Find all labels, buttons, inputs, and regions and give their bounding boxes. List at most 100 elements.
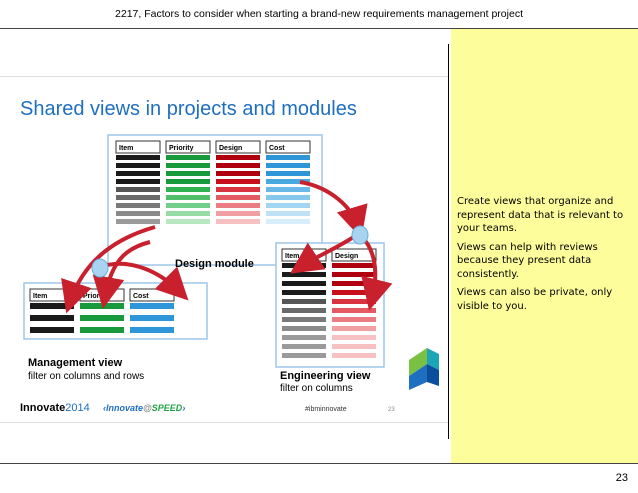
slide-title: Shared views in projects and modules xyxy=(20,98,357,120)
innovate-speed-tagline: ‹Innovate@SPEED› xyxy=(103,403,185,413)
data-bar xyxy=(166,203,210,208)
arrow-to-item xyxy=(61,225,156,314)
data-bar xyxy=(166,219,210,224)
data-bar xyxy=(216,171,260,176)
data-bar xyxy=(332,335,376,340)
engineering-view-sublabel: filter on columns xyxy=(280,383,353,394)
engineering-view-table: Item Design xyxy=(281,248,377,358)
data-bar xyxy=(266,195,310,200)
data-bar xyxy=(116,211,160,216)
data-bar xyxy=(216,203,260,208)
filter-funnel-left xyxy=(91,258,109,278)
data-bar xyxy=(266,155,310,160)
data-bar xyxy=(166,155,210,160)
data-bar xyxy=(332,263,376,268)
data-bar xyxy=(266,179,310,184)
innovate-brand: Innovate2014 xyxy=(20,402,90,414)
data-bar xyxy=(332,308,376,313)
data-bar xyxy=(216,179,260,184)
data-bar xyxy=(130,327,174,333)
data-bar xyxy=(332,290,376,295)
data-bar xyxy=(80,303,124,309)
design-module-table: Item Priority Design Cost xyxy=(115,140,311,224)
engineering-view-label: Engineering view xyxy=(280,370,371,382)
data-bar xyxy=(332,353,376,358)
management-view-sublabel: filter on columns and rows xyxy=(28,371,144,382)
data-bar xyxy=(166,187,210,192)
column-header-cell xyxy=(115,140,161,154)
filter-funnel-right xyxy=(351,225,369,245)
data-bar xyxy=(282,326,326,331)
column-header-label: Item xyxy=(285,253,299,260)
column-header-label: Cost xyxy=(133,293,149,300)
data-bar xyxy=(266,219,310,224)
column-header-label: Item xyxy=(119,145,133,152)
data-bar xyxy=(116,219,160,224)
slide-graphic: Shared views in projects and modules Ite… xyxy=(20,98,395,414)
data-bar xyxy=(130,315,174,321)
column-header-label: Priority xyxy=(169,145,194,152)
data-bar xyxy=(166,195,210,200)
data-bar xyxy=(116,163,160,168)
data-bar xyxy=(266,187,310,192)
data-bar xyxy=(266,211,310,216)
document-header: 2217, Factors to consider when starting … xyxy=(115,8,523,20)
column-header-label: Item xyxy=(33,293,47,300)
data-bar xyxy=(80,327,124,333)
arrow-to-cost xyxy=(99,261,189,301)
data-bar xyxy=(116,179,160,184)
data-bar xyxy=(130,303,174,309)
data-bar xyxy=(332,299,376,304)
data-bar xyxy=(216,219,260,224)
data-bar xyxy=(80,315,124,321)
data-bar xyxy=(282,335,326,340)
data-bar xyxy=(116,187,160,192)
notes-panel: Create views that organize and represent… xyxy=(451,29,638,463)
data-bar xyxy=(332,317,376,322)
column-header-cell xyxy=(165,140,211,154)
data-bar xyxy=(216,163,260,168)
data-bar xyxy=(332,272,376,277)
data-bar xyxy=(332,326,376,331)
data-bar xyxy=(216,211,260,216)
data-bar xyxy=(30,303,74,309)
column-header-cell xyxy=(331,248,377,262)
management-view-label: Management view xyxy=(28,357,123,369)
data-bar xyxy=(116,155,160,160)
data-bar xyxy=(332,344,376,349)
column-header-label: Design xyxy=(335,253,358,260)
hashtag: #ibminnovate xyxy=(305,406,347,413)
column-header-cell xyxy=(215,140,261,154)
footer-rule xyxy=(0,463,638,464)
column-header-label: Cost xyxy=(269,145,285,152)
data-bar xyxy=(282,353,326,358)
note-line-1: Create views that organize and represent… xyxy=(457,196,624,234)
data-bar xyxy=(116,195,160,200)
data-bar xyxy=(332,281,376,286)
page-number: 23 xyxy=(615,472,628,484)
data-bar xyxy=(266,163,310,168)
arrow-to-priority xyxy=(92,240,151,309)
design-module-label: Design module xyxy=(175,258,254,270)
data-bar xyxy=(166,171,210,176)
data-bar xyxy=(216,155,260,160)
data-bar xyxy=(166,211,210,216)
data-bar xyxy=(266,203,310,208)
data-bar xyxy=(282,344,326,349)
column-header-label: Design xyxy=(219,145,242,152)
data-bar xyxy=(282,299,326,304)
data-bar xyxy=(282,290,326,295)
data-bar xyxy=(282,317,326,322)
data-bar xyxy=(116,203,160,208)
slide-image: Shared views in projects and modules Ite… xyxy=(0,76,449,423)
divider-line xyxy=(448,44,449,439)
data-bar xyxy=(30,327,74,333)
column-header-cell xyxy=(265,140,311,154)
data-bar xyxy=(282,272,326,277)
data-bar xyxy=(216,195,260,200)
data-bar xyxy=(116,171,160,176)
ibm-corner-logo xyxy=(409,348,439,390)
data-bar xyxy=(282,281,326,286)
data-bar xyxy=(216,187,260,192)
slide-number: 23 xyxy=(388,407,395,413)
